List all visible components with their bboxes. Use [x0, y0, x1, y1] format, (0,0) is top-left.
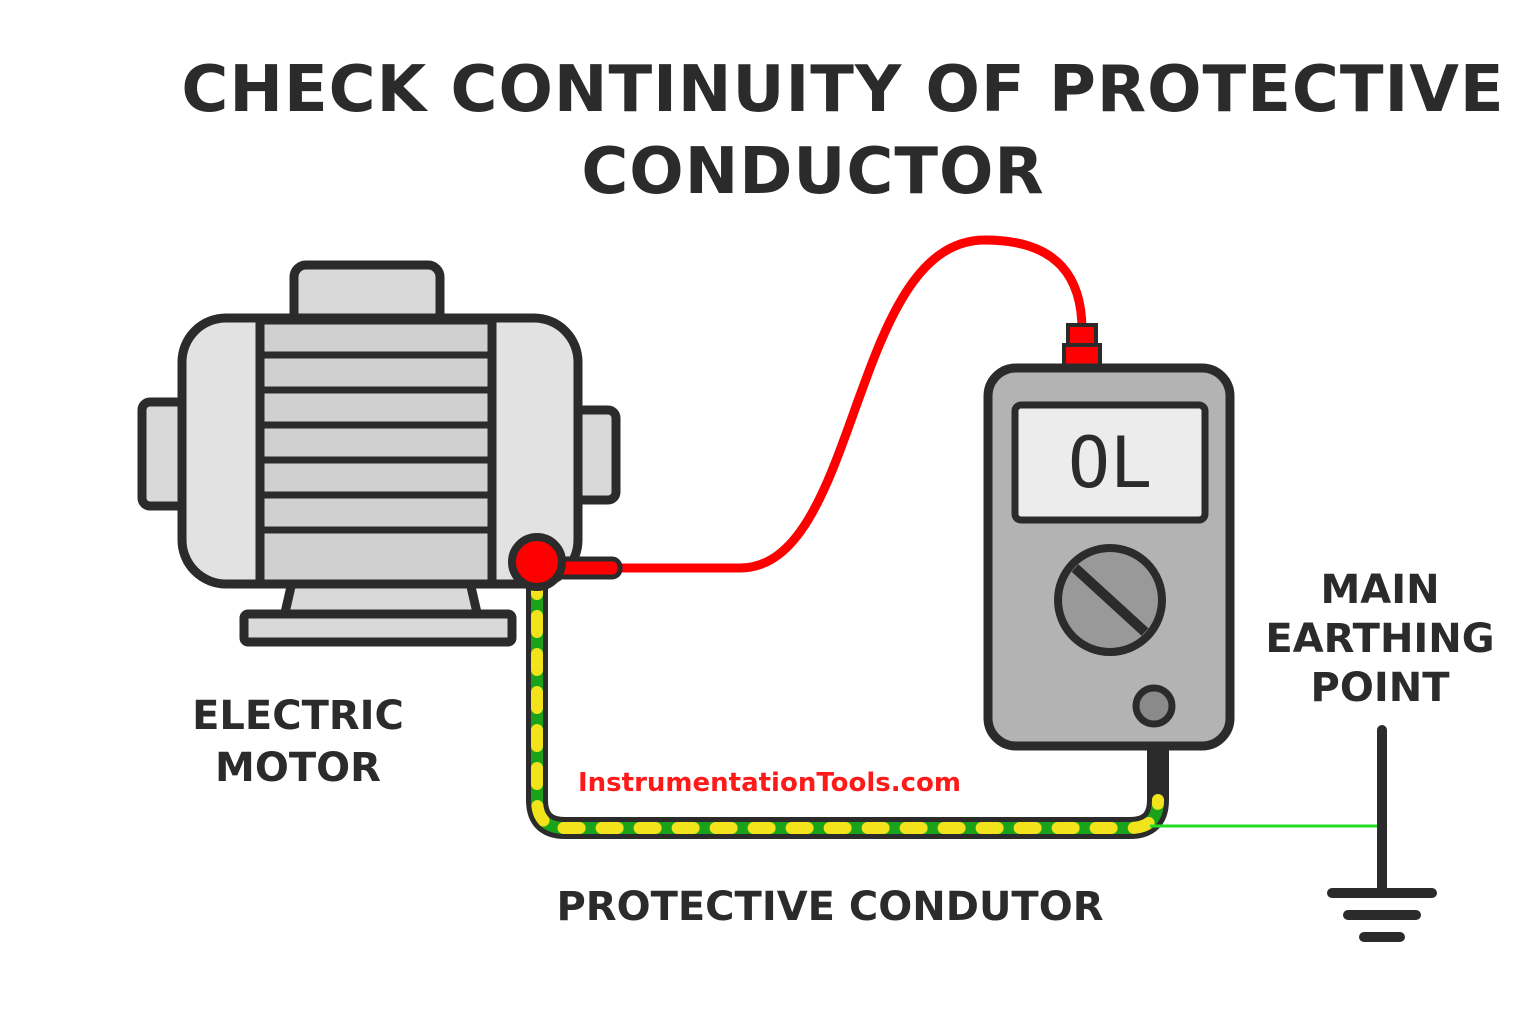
- diagram-title-line-2: CONDUCTOR: [581, 135, 1045, 209]
- electric-motor-label-line-2: MOTOR: [215, 745, 381, 791]
- electric-motor-label-line-1: ELECTRIC: [192, 693, 404, 739]
- earthing-label-line-2: EARTHING: [1265, 616, 1495, 662]
- earthing-label-line-3: POINT: [1310, 665, 1450, 711]
- multimeter-icon: [983, 363, 1235, 751]
- red-test-lead: [555, 235, 1087, 573]
- watermark-text: InstrumentationTools.com: [578, 768, 961, 798]
- earthing-label-line-1: MAIN: [1320, 567, 1440, 613]
- diagram-title-line-1: CHECK CONTINUITY OF PROTECTIVE: [181, 53, 1505, 127]
- protective-conductor-cable: [526, 567, 1169, 839]
- motor-terminal-point: [508, 533, 623, 591]
- red-probe-connector: [1062, 323, 1102, 371]
- multimeter-display-reading: OL: [1067, 421, 1153, 504]
- protective-conductor-label: PROTECTIVE CONDUTOR: [556, 884, 1104, 930]
- ground-symbol-icon: [1327, 725, 1437, 942]
- electric-motor-icon: [137, 260, 621, 647]
